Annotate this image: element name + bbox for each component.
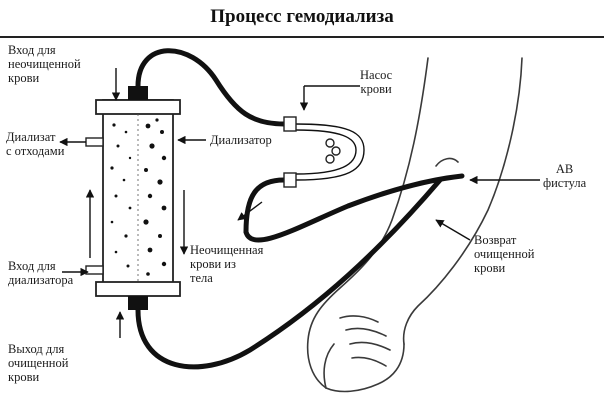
label-return-purified: Возврат очищенной крови <box>474 233 535 275</box>
label-outlet-purified: Выход для очищенной крови <box>8 342 69 384</box>
diagram-title: Процесс гемодиализа <box>210 6 394 27</box>
title-underline <box>0 36 604 38</box>
arm-illustration <box>306 57 523 393</box>
dialyzer-cylinder <box>85 86 181 310</box>
label-av-fistula: АВ фистула <box>543 162 587 190</box>
label-dialysate-waste: Диализат с отходами <box>6 130 65 158</box>
blood-pump <box>283 116 341 188</box>
blood-tubing <box>135 48 465 370</box>
label-dialyzer: Диализатор <box>210 133 272 147</box>
label-dialysate-inlet: Вход для диализатора <box>8 259 74 287</box>
label-unpurified-from-body: Неочищенная крови из тела <box>190 243 264 285</box>
label-inlet-unpurified: Вход для неочищенной крови <box>8 43 81 85</box>
label-blood-pump: Насос крови <box>360 68 393 96</box>
pointer-arrows <box>59 68 540 338</box>
